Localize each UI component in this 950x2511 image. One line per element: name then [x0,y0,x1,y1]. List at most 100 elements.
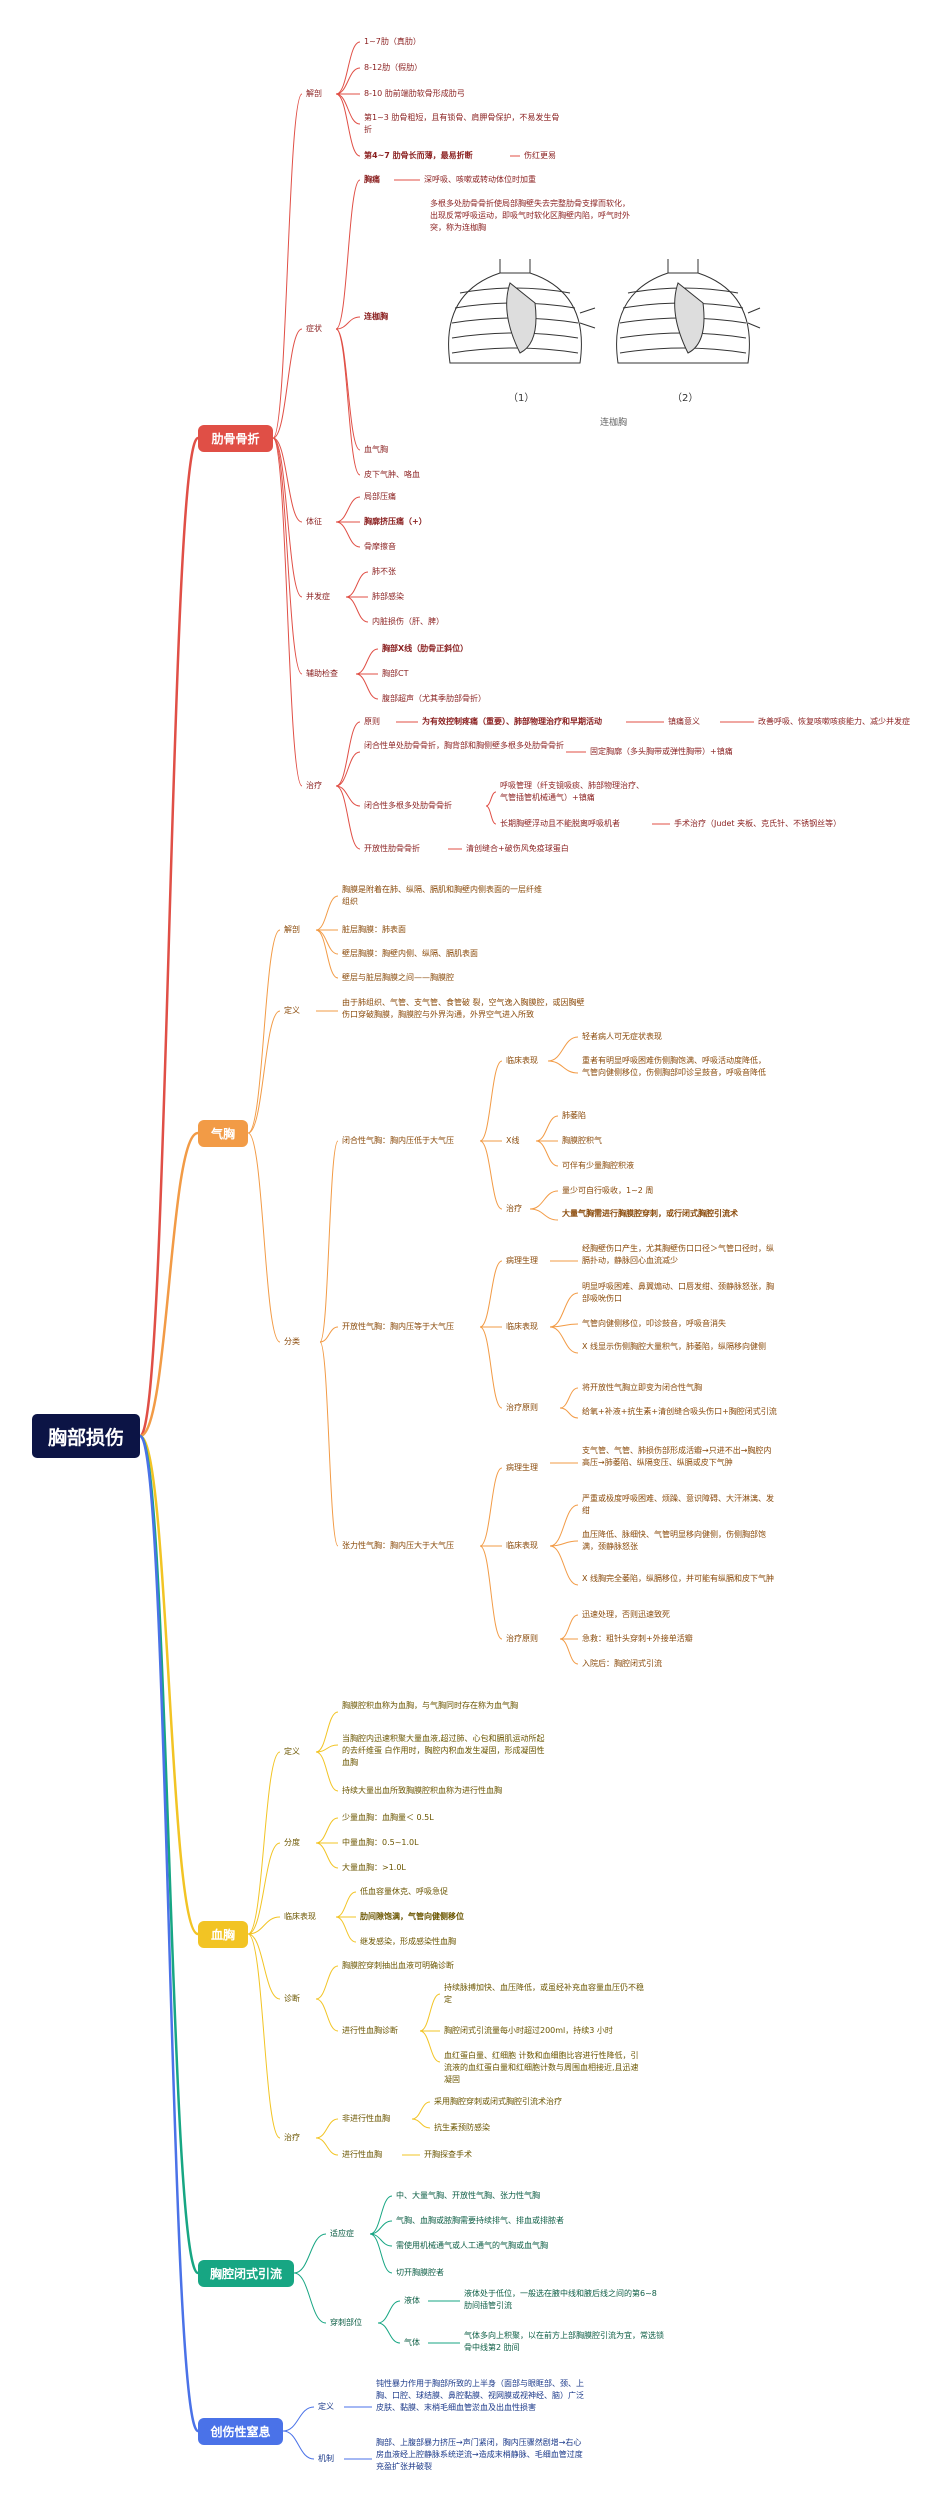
drain-site[interactable]: 穿刺部位 [330,2318,362,2327]
htx-treat-nonprog-1: 采用胸腔穿刺或闭式胸腔引流术治疗 [434,2097,562,2106]
connector [247,1933,281,2139]
branch-pneumothorax[interactable]: 气胸 [198,1120,248,1147]
connector [549,1326,579,1354]
asph-definition[interactable]: 定义 [318,2402,334,2411]
figure-caption: 连枷胸 [600,416,627,428]
connector [335,496,361,523]
htx-definition[interactable]: 定义 [284,1747,300,1756]
connector [272,437,303,598]
connector [549,1545,579,1586]
ptx-tension-clinical: 临床表现 [506,1541,538,1550]
ptx-closed-clinical-1: 轻者病人可无症状表现 [582,1032,662,1041]
htx-diagnosis[interactable]: 诊断 [284,1994,300,2003]
htx-treatment[interactable]: 治疗 [284,2133,300,2142]
connector [247,929,281,1134]
connector [247,1842,281,1935]
branch-hemothorax[interactable]: 血胸 [198,1921,248,1948]
connector [139,1131,199,1438]
ptx-tension[interactable]: 张力性气胸：胸内压大于大气压 [342,1541,454,1550]
connector [479,1326,503,1409]
connector [282,2406,315,2432]
ptx-closed-xray-2: 胸膜腔积气 [562,1136,602,1145]
connector [369,2195,393,2235]
connector [315,1965,339,2000]
rib-treat-open-text: 清创缝合+破伤风免疫球蛋白 [466,844,569,853]
drain-ind-2: 气胸、血胸或脓胸需要持续排气、排血或排脓者 [396,2216,564,2225]
connector [535,1115,559,1142]
ptx-open-clinical: 临床表现 [506,1322,538,1331]
ptx-tension-treat-3: 入院后：胸腔闭式引流 [582,1659,662,1668]
rib-treat-closed-multi-b-text: 手术治疗（Judet 夹板、克氏针、不锈钢丝等） [674,819,842,828]
htx-treat-prog: 进行性血胸 [342,2150,382,2159]
connector [547,1036,579,1062]
rib-comp-3: 内脏损伤（肝、脾） [372,617,444,626]
rib-anatomy-3: 8-10 肋前端肋软骨形成肋弓 [364,89,465,98]
ptx-closed-clinical: 临床表现 [506,1056,538,1065]
connector [315,1744,339,1753]
rib-symptom-pain-note: 深呼吸、咳嗽或转动体位时加重 [424,175,536,184]
rib-symptoms[interactable]: 症状 [306,324,322,333]
connector [335,93,361,125]
ptx-open-treatment: 治疗原则 [506,1403,538,1412]
connector [315,2137,339,2156]
ptx-definition[interactable]: 定义 [284,1006,300,1015]
connector [138,1434,200,2433]
figure-label-2: （2） [672,392,698,404]
connector [315,1751,339,1792]
connector [272,437,303,675]
ptx-classification[interactable]: 分类 [284,1337,300,1346]
connector [479,1545,503,1640]
htx-grading[interactable]: 分度 [284,1838,300,1847]
ptx-tension-patho-1: 支气管、气管、肺损伤部形成活瓣→只进不出→胸腔内高压→肺萎陷、纵隔变压、纵膈或皮… [582,1446,772,1467]
branch-chest-drainage[interactable]: 胸腔闭式引流 [198,2260,294,2287]
ptx-anatomy-3: 壁层胸膜：胸壁内侧、纵隔、膈肌表面 [342,949,478,958]
ptx-tension-treat-2: 急救：粗针头穿刺+外接单活瓣 [582,1634,693,1643]
ptx-closed-xray-3: 可伴有少量胸腔积液 [562,1161,634,1170]
connector [138,436,200,1438]
connector [272,437,303,787]
connector [479,1140,503,1210]
ptx-anatomy-1: 胸膜是附着在肺、纵隔、膈肌和胸壁内侧表面的一层纤维组织 [342,885,542,906]
rib-sign-3: 骨摩擦音 [364,542,396,551]
ptx-closed[interactable]: 闭合性气胸：胸内压低于大气压 [342,1136,454,1145]
ptx-open-treat-2: 给氧+补液+抗生素+清创缝合吸头伤口+胸腔闭式引流 [582,1407,777,1416]
rib-complications[interactable]: 并发症 [306,592,330,601]
branch-rib-fracture[interactable]: 肋骨骨折 [198,425,273,452]
rib-treat-principle-text: 为有效控制疼痛（重要）、肺部物理治疗和早期活动 [422,717,602,726]
rib-signs[interactable]: 体征 [306,517,322,526]
ptx-tension-clinical-2: 血压降低、脉细快、气管明显移向健侧，伤侧胸部饱满，颈静脉怒张 [582,1530,766,1551]
branch-traumatic-asphyxia[interactable]: 创伤性窒息 [198,2418,283,2445]
connector [335,67,361,95]
connector [335,721,361,787]
connector [535,1140,559,1167]
rib-treatment[interactable]: 治疗 [306,781,322,790]
rib-treat-principle: 原则 [364,717,380,726]
connector [549,1504,579,1547]
rib-anatomy[interactable]: 解剖 [306,89,322,98]
connector [335,785,361,850]
connector [559,1638,579,1665]
htx-diag-prog-3: 血红蛋白量、红细胞 计数和血细胞比容进行性降低，引流液的血红蛋白量和红细胞计数与… [444,2051,639,2084]
rib-exam-1: 胸部X线（肋骨正斜位） [382,644,469,653]
rib-flail-desc: 多根多处肋骨骨折使局部胸壁失去完整肋骨支撑而软化，出现反常呼吸运动，即吸气时软化… [430,199,630,232]
connector [485,791,497,807]
htx-clinical[interactable]: 临床表现 [284,1912,316,1921]
connector [377,2322,401,2344]
connector [272,328,303,439]
connector [272,93,303,439]
connector [419,2030,441,2063]
connector [369,2220,393,2235]
ptx-open[interactable]: 开放性气胸：胸内压等于大气压 [342,1322,454,1331]
connector [479,1060,503,1142]
asph-mechanism[interactable]: 机制 [318,2454,334,2463]
ptx-closed-xray-1: 肺萎陷 [562,1111,586,1120]
htx-diag-progressive: 进行性血胸诊断 [342,2026,398,2035]
drain-indications[interactable]: 适应症 [330,2229,354,2238]
connector [559,1407,579,1419]
ptx-open-treat-1: 将开放性气胸立即变为闭合性气胸 [582,1383,702,1392]
root-node[interactable]: 胸部损伤 [32,1414,140,1458]
ptx-anatomy[interactable]: 解剖 [284,925,300,934]
connector [315,929,339,979]
rib-exam[interactable]: 辅助检查 [306,669,338,678]
ptx-tension-clinical-3: X 线胸完全萎陷，纵膈移位，并可能有纵膈和皮下气肿 [582,1574,775,1583]
